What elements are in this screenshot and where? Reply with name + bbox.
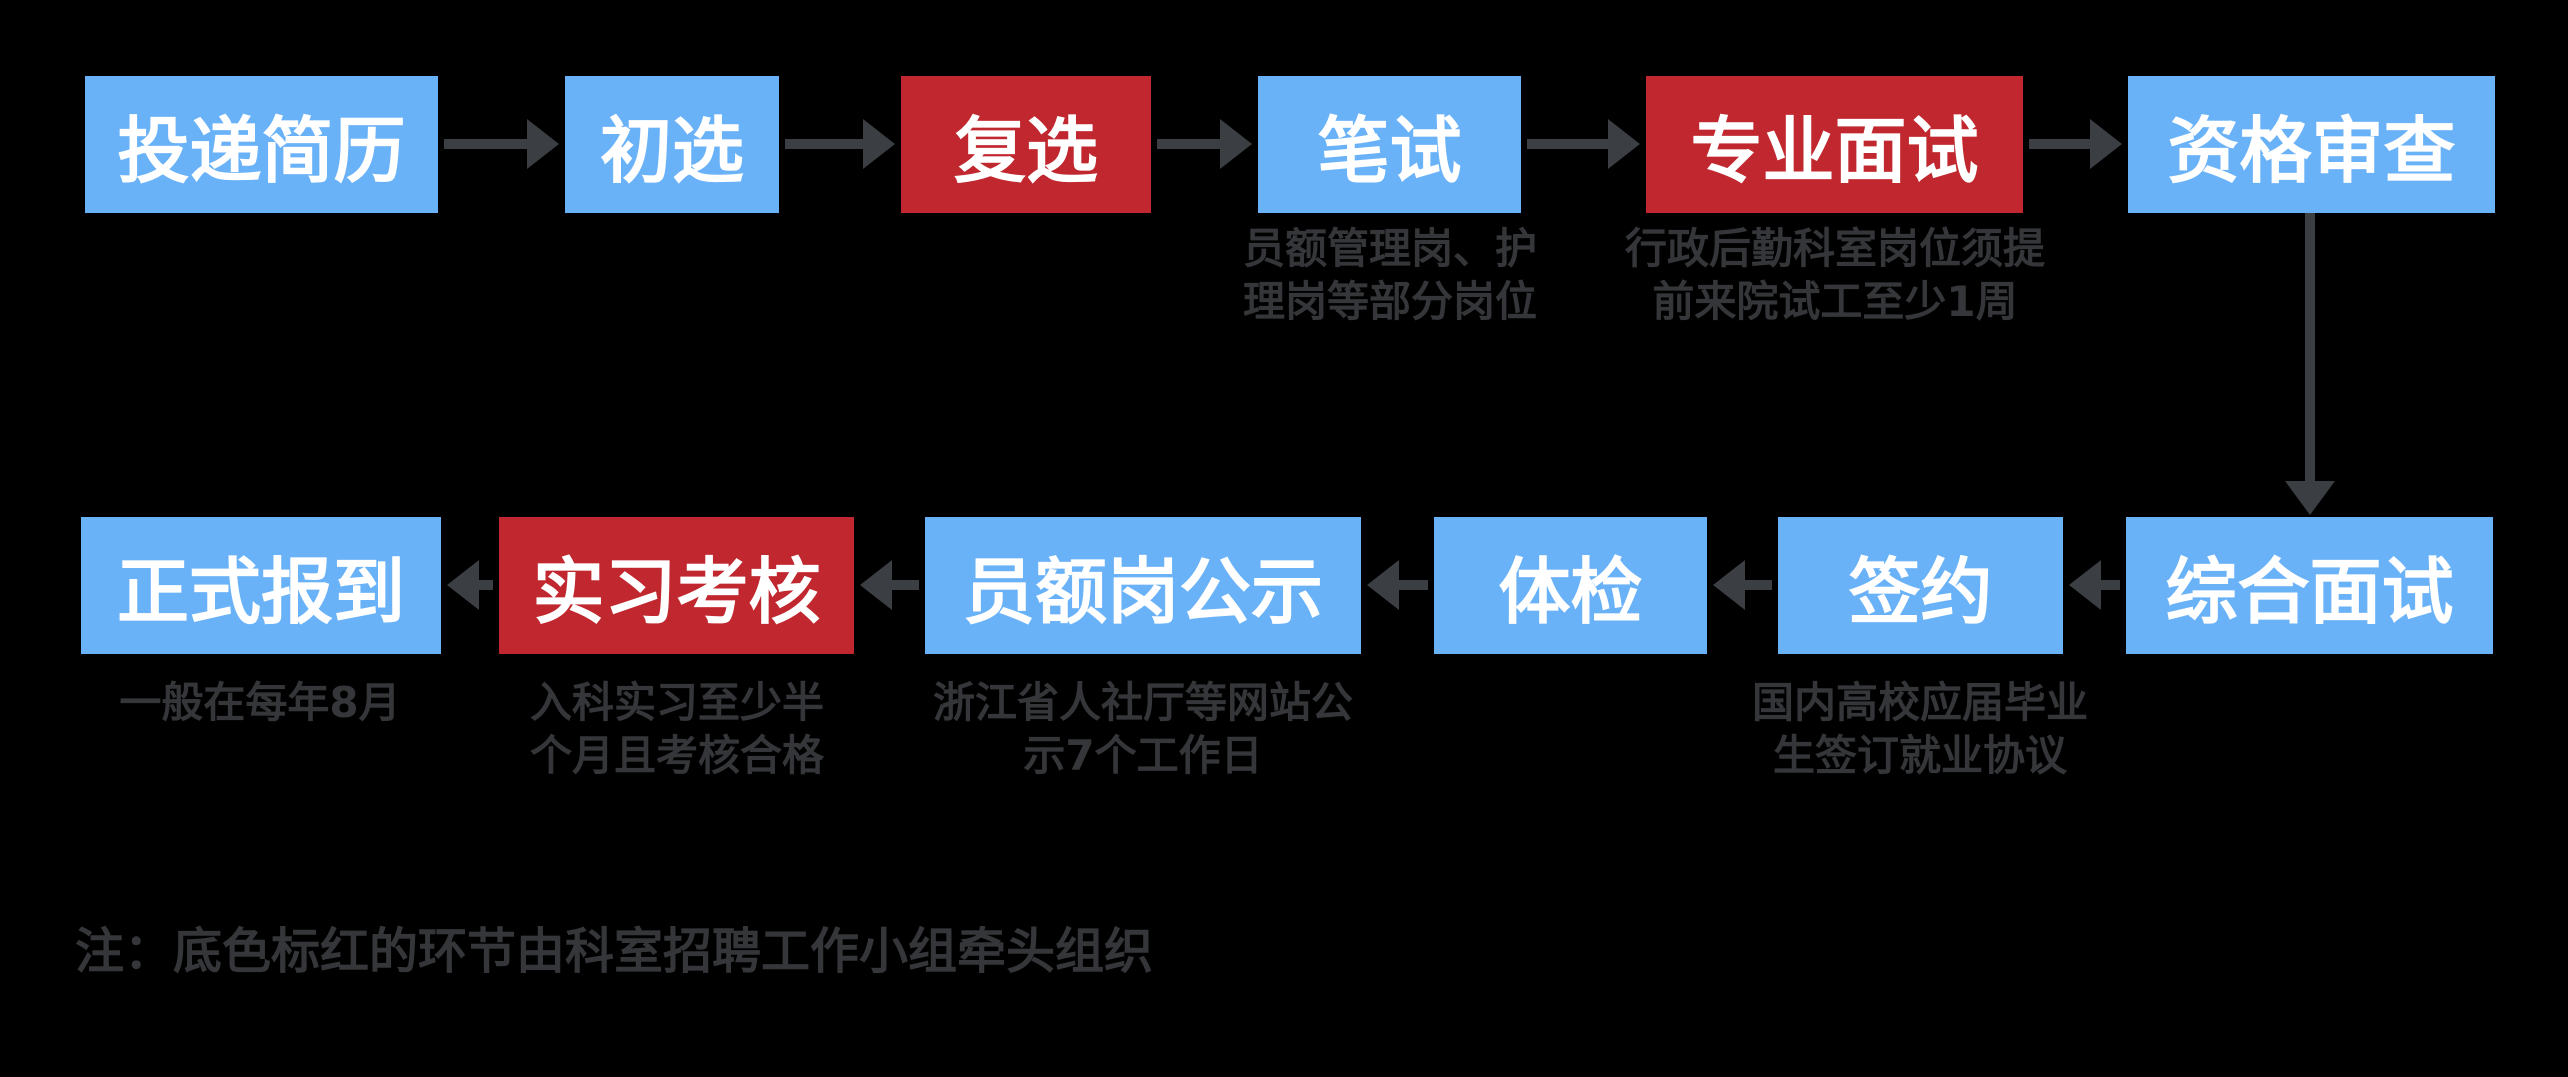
arrow-head [1220,119,1252,169]
step-label: 专业面试 [1690,109,1979,193]
arrow-left-icon [1713,560,1772,610]
note-staff-post-publicity: 浙江省人社厅等网站公 示7个工作日 [932,678,1353,780]
arrow-right-icon [785,119,895,169]
arrow-shaft [2305,213,2315,481]
arrow-head [1367,560,1399,610]
step-label: 资格审查 [2167,109,2456,193]
arrow-right-icon [1157,119,1252,169]
arrow-head [1608,119,1640,169]
arrow-head [1713,560,1745,610]
step-label: 投递简历 [117,109,406,193]
step-second-screening: 复选 [901,76,1151,213]
arrow-head [863,119,895,169]
step-label: 笔试 [1317,109,1462,193]
step-professional-interview: 专业面试 [1646,76,2023,213]
note-written-test: 员额管理岗、护 理岗等部分岗位 [1242,224,1537,326]
step-internship-assessment: 实习考核 [499,517,854,654]
step-written-test: 笔试 [1258,76,1521,213]
arrow-down-icon [2285,213,2335,515]
arrow-shaft [479,580,493,590]
arrow-head [527,119,559,169]
arrow-left-icon [2069,560,2120,610]
step-label: 员额岗公示 [962,550,1323,634]
step-submit-resume: 投递简历 [85,76,438,213]
step-comprehensive-interview: 综合面试 [2126,517,2493,654]
arrow-shaft [1745,580,1772,590]
arrow-right-icon [1527,119,1640,169]
arrow-head [2090,119,2122,169]
step-contract-signing: 签约 [1778,517,2063,654]
arrow-shaft [1157,139,1220,149]
arrow-left-icon [447,560,493,610]
step-label: 初选 [599,109,744,193]
step-label: 实习考核 [532,550,821,634]
arrow-right-icon [444,119,559,169]
step-staff-post-publicity: 员额岗公示 [925,517,1361,654]
arrow-head [2285,481,2335,515]
step-label: 签约 [1848,550,1993,634]
step-official-onboarding: 正式报到 [81,517,441,654]
arrow-shaft [892,580,919,590]
arrow-left-icon [1367,560,1428,610]
step-physical-exam: 体检 [1434,517,1707,654]
step-qualification-review: 资格审查 [2128,76,2495,213]
note-internship-assessment: 入科实习至少半 个月且考核合格 [529,678,824,780]
arrow-shaft [785,139,863,149]
step-label: 体检 [1498,550,1643,634]
note-contract-signing: 国内高校应届毕业 生签订就业协议 [1751,678,2088,780]
arrow-head [447,560,479,610]
step-label: 复选 [953,109,1098,193]
arrow-left-icon [860,560,919,610]
arrow-shaft [2101,580,2120,590]
note-official-onboarding: 一般在每年8月 [119,678,401,727]
arrow-shaft [444,139,527,149]
step-initial-screening: 初选 [565,76,779,213]
legend-footnote: 注：底色标红的环节由科室招聘工作小组牵头组织 [75,923,1154,980]
arrow-head [2069,560,2101,610]
step-label: 综合面试 [2165,550,2454,634]
arrow-shaft [1527,139,1608,149]
arrow-shaft [1399,580,1428,590]
arrow-head [860,560,892,610]
step-label: 正式报到 [116,550,405,634]
note-professional-interview: 行政后勤科室岗位须提 前来院试工至少1周 [1624,224,2045,326]
arrow-shaft [2029,139,2090,149]
arrow-right-icon [2029,119,2122,169]
